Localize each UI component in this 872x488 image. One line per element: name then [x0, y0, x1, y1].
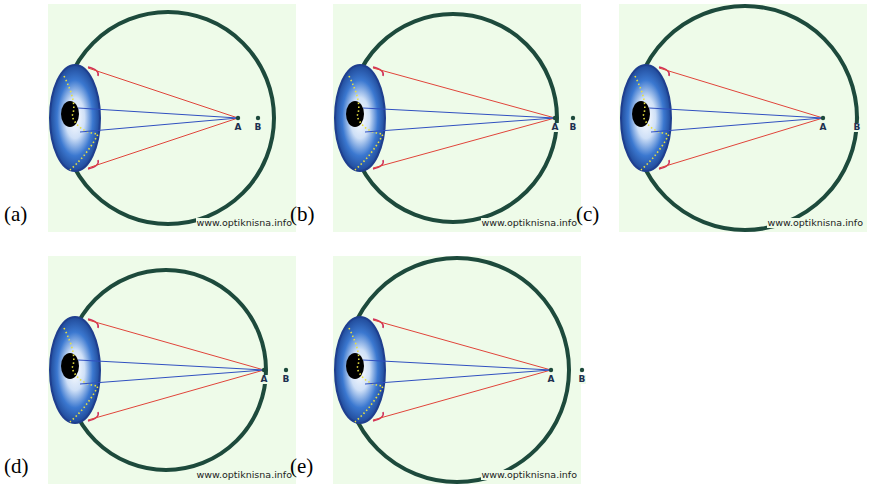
panel-ground: [48, 4, 296, 232]
light-ray: [365, 118, 555, 132]
eye-panel: [48, 256, 296, 484]
light-ray: [373, 68, 555, 118]
eye-panel: [48, 4, 296, 232]
eye-panel: [333, 4, 581, 232]
light-ray: [651, 118, 823, 132]
iris: [621, 65, 671, 171]
point-label: B: [254, 123, 263, 132]
light-ray: [78, 360, 264, 370]
panel-label: (e): [290, 456, 313, 477]
point-label: A: [551, 123, 560, 132]
point-label: A: [234, 123, 243, 132]
focal-point: [256, 116, 260, 120]
watermark: www.optiknisna.info: [481, 470, 578, 480]
light-ray: [78, 108, 238, 118]
point-label: B: [569, 123, 578, 132]
light-ray: [373, 118, 555, 168]
lens-outline: [349, 328, 383, 422]
iris: [335, 317, 385, 423]
panel-ground: [48, 256, 296, 484]
light-ray: [649, 108, 823, 118]
eye-panel: [333, 256, 584, 484]
pupil: [61, 101, 79, 127]
light-ray: [659, 68, 823, 118]
light-ray: [365, 370, 551, 384]
focal-point: [580, 368, 584, 372]
pupil: [346, 101, 364, 127]
point-label: A: [547, 375, 556, 384]
iris: [335, 65, 385, 171]
panel-label: (a): [4, 204, 27, 225]
light-ray: [88, 320, 264, 370]
focal-point: [284, 368, 288, 372]
point-label: B: [282, 375, 291, 384]
light-ray: [88, 118, 238, 168]
watermark: www.optiknisna.info: [481, 218, 578, 228]
watermark: www.optiknisna.info: [196, 470, 293, 480]
panel-ground: [333, 256, 581, 484]
light-ray: [88, 370, 264, 420]
point-label: B: [853, 123, 862, 132]
eye-panel: [619, 4, 867, 232]
pupil: [632, 101, 650, 127]
panel-label: (b): [290, 204, 315, 225]
pupil: [61, 353, 79, 379]
focal-point: [549, 368, 553, 372]
watermark: www.optiknisna.info: [767, 218, 864, 228]
point-label: A: [260, 375, 269, 384]
panel-label: (c): [576, 204, 599, 225]
lens-outline: [64, 328, 98, 422]
light-ray: [659, 118, 823, 168]
lens-outline: [635, 76, 669, 170]
iris: [50, 317, 100, 423]
lens-outline: [349, 76, 383, 170]
focal-point: [821, 116, 825, 120]
light-ray: [373, 320, 551, 370]
focal-point: [571, 116, 575, 120]
iris: [50, 65, 100, 171]
focal-point: [236, 116, 240, 120]
light-ray: [363, 360, 551, 370]
lens-outline: [64, 76, 98, 170]
focal-point: [855, 116, 859, 120]
panel-label: (d): [4, 456, 29, 477]
watermark: www.optiknisna.info: [196, 218, 293, 228]
focal-point: [262, 368, 266, 372]
light-ray: [373, 370, 551, 420]
point-label: A: [819, 123, 828, 132]
panel-ground: [619, 4, 867, 232]
point-label: B: [578, 375, 587, 384]
light-ray: [80, 118, 238, 132]
light-ray: [363, 108, 555, 118]
panel-ground: [333, 4, 581, 232]
pupil: [346, 353, 364, 379]
focal-point: [553, 116, 557, 120]
light-ray: [80, 370, 264, 384]
